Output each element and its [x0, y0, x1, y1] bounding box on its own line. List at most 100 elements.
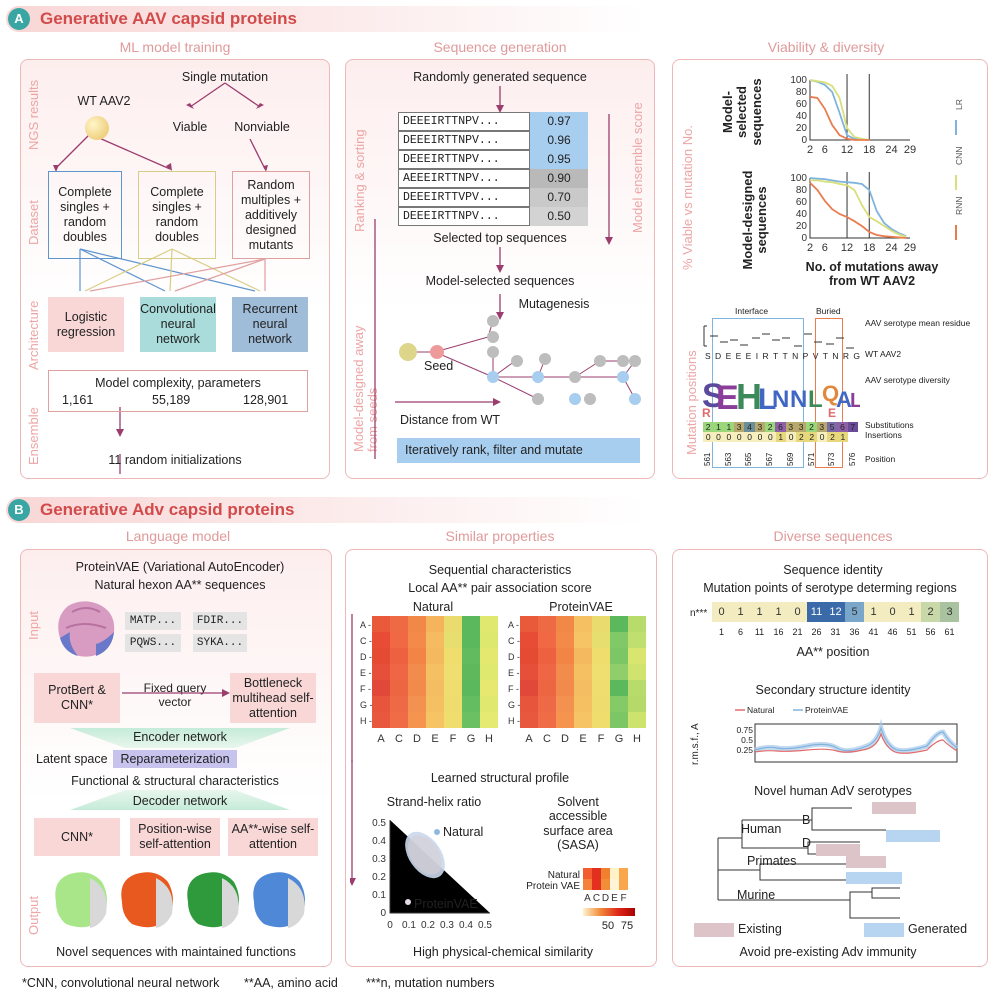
- heat-cell: [610, 712, 628, 728]
- seq-row-6: DEEEIRTTNPV...: [398, 207, 530, 226]
- heat-cell: [372, 616, 390, 632]
- heat-cell: [462, 696, 480, 712]
- identity-cell: 1: [750, 602, 769, 622]
- heat-row-label: F -: [360, 684, 371, 694]
- local-aa-label: Local AA** pair association score: [408, 581, 592, 595]
- heat-cell: [610, 632, 628, 648]
- heat-cell: [426, 712, 444, 728]
- y-tick-label: 0: [801, 233, 807, 244]
- heat-cell: [556, 664, 574, 680]
- heat-cell: [538, 632, 556, 648]
- heat-row-label: E -: [360, 668, 372, 678]
- x-tick-label: 18: [863, 144, 875, 156]
- wt-residue: E: [735, 351, 742, 361]
- insertion-count: 0: [754, 432, 766, 442]
- svg-text:0.1: 0.1: [372, 890, 386, 901]
- scatter-natural-label: Natural: [443, 825, 484, 839]
- wt-residue: T: [822, 351, 828, 361]
- dataset-box-1: Complete singles + random doubles: [48, 171, 122, 259]
- heat-cell: [462, 664, 480, 680]
- identity-cell: 12: [826, 602, 845, 622]
- heat-cell: [426, 632, 444, 648]
- heat-cell: [592, 712, 610, 728]
- identity-cell: 1: [864, 602, 883, 622]
- n-label: n***: [690, 608, 708, 619]
- seq-row-4: AEEEIRTTNPV...: [398, 169, 530, 188]
- heat-cell: [520, 648, 538, 664]
- vae-title: ProteinVAE (Variational AutoEncoder): [75, 560, 285, 574]
- insertion-count: 0: [785, 432, 797, 442]
- cnn-box: CNN*: [34, 818, 120, 856]
- heat-cell: [538, 616, 556, 632]
- heat-cell: [444, 632, 462, 648]
- diversity-label: AAV serotype diversity: [865, 375, 950, 385]
- substitution-count: 5: [826, 422, 838, 432]
- heat-cell: [372, 632, 390, 648]
- heat-cell: [480, 616, 498, 632]
- heat-cell: [390, 632, 408, 648]
- svg-text:0.4: 0.4: [459, 920, 473, 931]
- heat-cell: [592, 616, 610, 632]
- tree-d: D: [802, 836, 812, 850]
- heat-row-label: G -: [508, 700, 521, 710]
- y-tick-label: 60: [796, 99, 808, 110]
- wt-residue: R: [762, 351, 769, 361]
- heat-cell: [610, 696, 628, 712]
- heat-cell: [592, 664, 610, 680]
- score-4: 0.90: [530, 169, 588, 188]
- heat-cell: [480, 664, 498, 680]
- identity-tick: 36: [849, 627, 860, 637]
- svg-text:E: E: [716, 379, 739, 417]
- heat-row-label: C -: [508, 636, 520, 646]
- heat-row-label: D -: [508, 652, 520, 662]
- heat-cell: [480, 696, 498, 712]
- heat-cell: [390, 616, 408, 632]
- panel-ml-training: [20, 59, 330, 479]
- heat-col-label: F: [450, 733, 457, 745]
- series-line-rnn: [809, 182, 907, 239]
- latent-label: Latent space: [36, 752, 108, 766]
- identity-cell: 1: [769, 602, 788, 622]
- substitution-count: 4: [744, 422, 755, 432]
- x-tick-label: 12: [841, 242, 853, 254]
- substitutions-label: Substitutions: [865, 420, 914, 430]
- y-tick-label: 20: [796, 221, 808, 232]
- heat-cell: [462, 632, 480, 648]
- arch-logistic-regression: Logistic regression: [48, 297, 124, 352]
- section-a-banner: [6, 6, 646, 32]
- heat-cell: [390, 680, 408, 696]
- identity-cell: 1: [902, 602, 921, 622]
- heat-cell: [556, 680, 574, 696]
- section-b-banner: [6, 497, 646, 523]
- heat-cell: [538, 696, 556, 712]
- heat-cell: [574, 664, 592, 680]
- secondary-structure-title: Secondary structure identity: [755, 683, 911, 697]
- svg-text:A: A: [836, 387, 852, 412]
- wt-residue: V: [812, 351, 819, 361]
- heat-cell: [444, 696, 462, 712]
- insertions-label: Insertions: [865, 430, 902, 440]
- wt-residue: E: [745, 351, 752, 361]
- identity-cell: 0: [712, 602, 731, 622]
- series-line-lr: [809, 177, 907, 238]
- heat-cell: [480, 648, 498, 664]
- substitution-count: 2: [806, 422, 817, 432]
- svg-text:N: N: [772, 386, 789, 413]
- y-tick-label: 100: [790, 75, 807, 86]
- tree-human: Human: [741, 822, 782, 836]
- svg-text:H: H: [736, 376, 762, 417]
- identity-cell: 5: [845, 602, 864, 622]
- heat-cell: [408, 648, 426, 664]
- identity-tick: 16: [773, 627, 784, 637]
- identity-tick: 41: [868, 627, 879, 637]
- param-cnn: 55,189: [152, 393, 191, 407]
- aa-pair-heatmaps: A -AC -CD -DE -EF -FG -GH -H A -AC -CD -…: [351, 614, 646, 762]
- heat-cell: [462, 712, 480, 728]
- heat-cell: [462, 680, 480, 696]
- heat-cell: [592, 696, 610, 712]
- seq-chip-4: SYKA...: [193, 634, 247, 652]
- wt-residue: N: [832, 351, 839, 361]
- wt-residue: D: [715, 351, 722, 361]
- heat-col-label: G: [467, 733, 476, 745]
